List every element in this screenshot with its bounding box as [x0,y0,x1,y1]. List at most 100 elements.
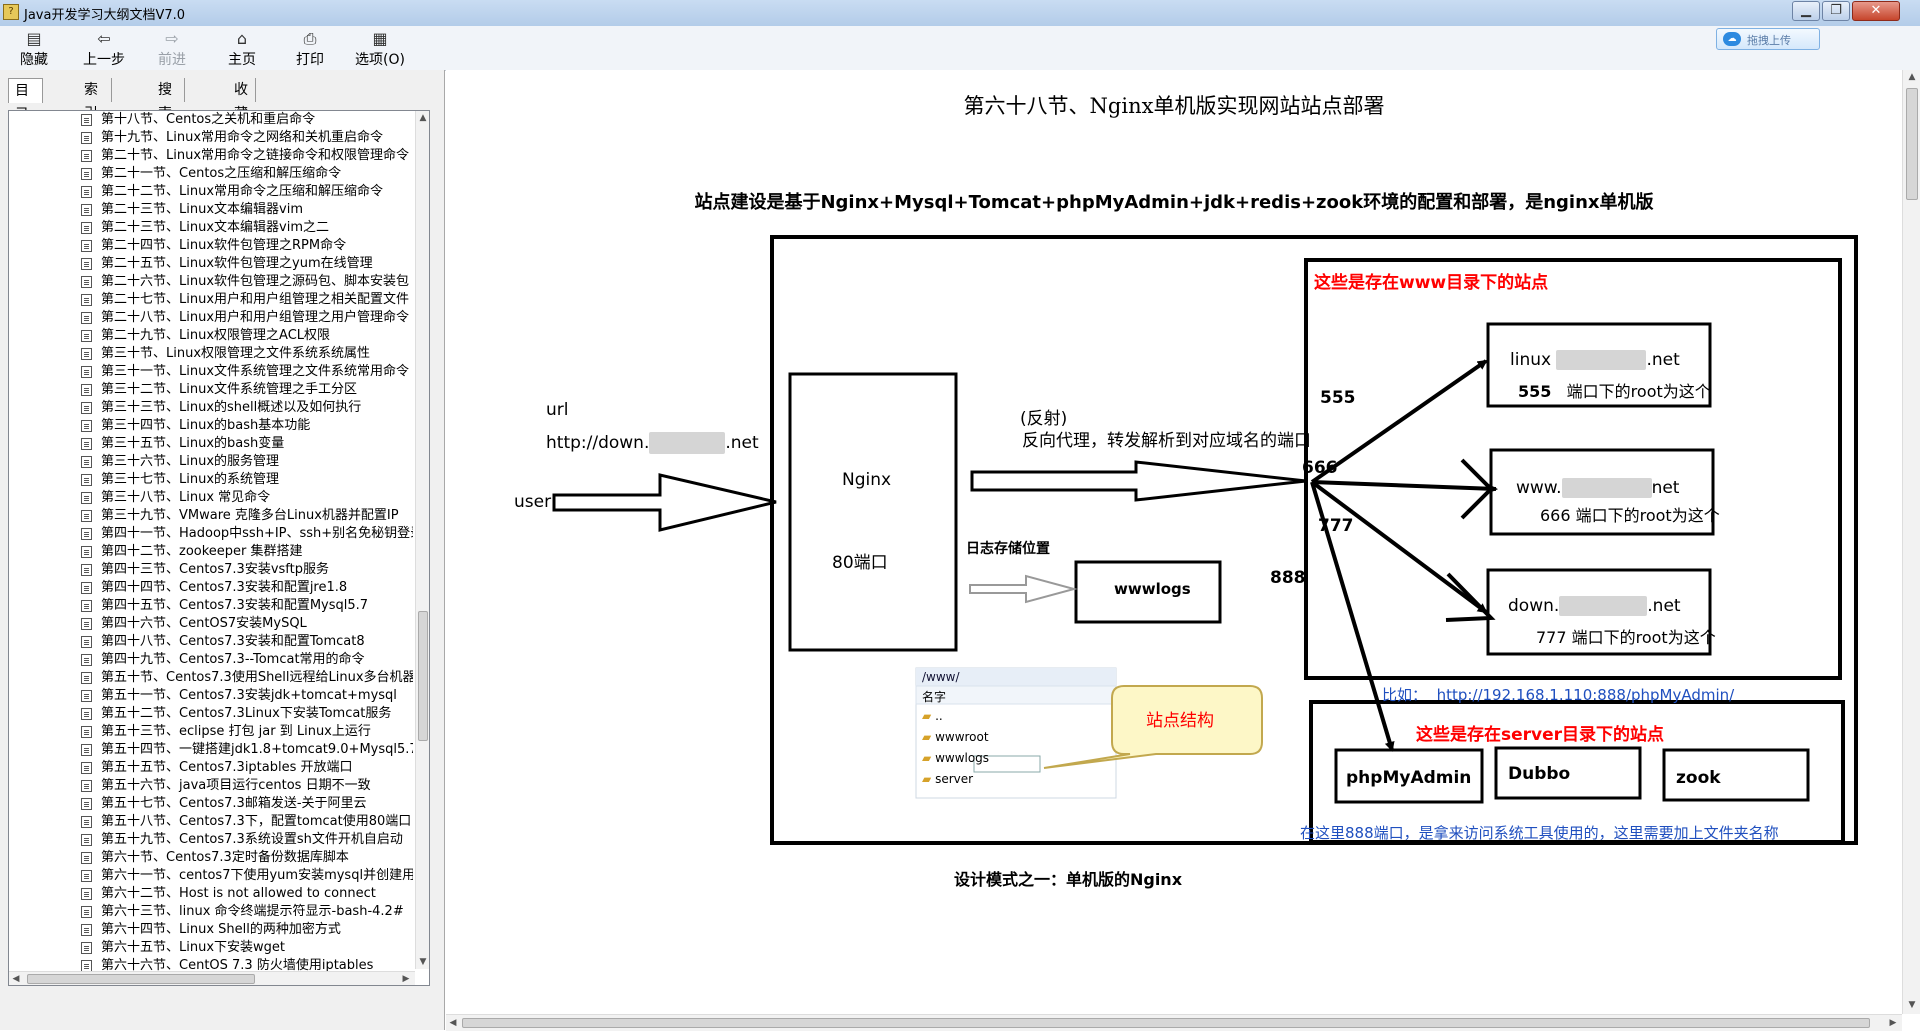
toc-item-label: 第六十六节、CentOS 7.3 防火墙使用iptables [101,958,374,973]
toc-item[interactable]: 第五十一节、Centos7.3安装jdk+tomcat+mysql [81,687,413,705]
doc-vertical-scrollbar[interactable]: ▲ ▼ [1902,70,1920,1014]
toc-item[interactable]: 第三十九节、VMware 克隆多台Linux机器并配置IP [81,507,413,525]
page-icon [81,618,92,630]
toc-item[interactable]: 第四十二节、zookeeper 集群搭建 [81,543,413,561]
toc-item-label: 第三十五节、Linux的bash变量 [101,436,285,451]
toc-item[interactable]: 第二十六节、Linux软件包管理之源码包、脚本安装包 [81,273,413,291]
page-icon [81,600,92,612]
toc-item[interactable]: 第五十六节、java项目运行centos 日期不一致 [81,777,413,795]
title-bar: ? Java开发学习大纲文档V7.0 ▁ ❐ ✕ [0,0,1920,27]
toc-item[interactable]: 第五十三节、eclipse 打包 jar 到 Linux上运行 [81,723,413,741]
toc-item[interactable]: 第二十九节、Linux权限管理之ACL权限 [81,327,413,345]
minimize-button[interactable]: ▁ [1792,1,1820,21]
wwwlogs-box [1074,560,1222,624]
options-button[interactable]: ▦ 选项(O) [348,28,412,69]
page-icon [81,276,92,288]
toc-item[interactable]: 第三十三节、Linux的shell概述以及如何执行 [81,399,413,417]
tab-favorites[interactable]: 收藏夹(I) [228,78,257,170]
doc-title: 第六十八节、Nginx单机版实现网站站点部署 [963,94,1385,118]
toc-item[interactable]: 第四十三节、Centos7.3安装vsftp服务 [81,561,413,579]
back-button[interactable]: ⇦ 上一步 [74,28,134,69]
tab-search[interactable]: 搜索(S) [152,78,185,146]
toc-item[interactable]: 第三十六节、Linux的服务管理 [81,453,413,471]
site1-desc: 555 端口下的root为这个 [1518,378,1711,402]
toc-item[interactable]: 第六十四节、Linux Shell的两种加密方式 [81,921,413,939]
toolbar: ▤ 隐藏 ⇦ 上一步 ⇨ 前进 ⌂ 主页 ⎙ 打印 ▦ 选项(O) [0,26,1920,71]
toc-item[interactable]: 第五十节、Centos7.3使用Shell远程给Linux多台机器 [81,669,413,687]
user-label: user [514,492,552,512]
forward-button[interactable]: ⇨ 前进 [142,28,202,69]
toc-item[interactable]: 第二十七节、Linux用户和用户组管理之相关配置文件 [81,291,413,309]
toc-item[interactable]: 第三十一节、Linux文件系统管理之文件系统常用命令 [81,363,413,381]
toc-item[interactable]: 第四十九节、Centos7.3--Tomcat常用的命令 [81,651,413,669]
maximize-button[interactable]: ❐ [1822,1,1850,21]
toc-item[interactable]: 第十八节、Centos之关机和重启命令 [81,111,413,129]
toc-item[interactable]: 第三十节、Linux权限管理之文件系统系统属性 [81,345,413,363]
toc-item[interactable]: 第五十八节、Centos7.3下，配置tomcat使用80端口 [81,813,413,831]
toc-item[interactable]: 第五十九节、Centos7.3系统设置sh文件开机自启动 [81,831,413,849]
toc-item[interactable]: 第五十五节、Centos7.3iptables 开放端口 [81,759,413,777]
toc-scroll-thumb[interactable] [418,611,428,741]
toc-item[interactable]: 第五十七节、Centos7.3邮箱发送-关于阿里云 [81,795,413,813]
toc-item[interactable]: 第二十四节、Linux软件包管理之RPM命令 [81,237,413,255]
page-icon [81,366,92,378]
tab-index[interactable]: 索引(N) [78,78,113,146]
toc-item[interactable]: 第五十四节、一键搭建jdk1.8+tomcat9.0+Mysql5.7 [81,741,413,759]
toc-item[interactable]: 第六十二节、Host is not allowed to connect [81,885,413,903]
toc-item[interactable]: 第五十二节、Centos7.3Linux下安装Tomcat服务 [81,705,413,723]
toc-item[interactable]: 第十九节、Linux常用命令之网络和关机重启命令 [81,129,413,147]
toc-item[interactable]: 第二十三节、Linux文本编辑器vim [81,201,413,219]
scroll-left-icon[interactable]: ◀ [449,1018,457,1028]
toc-item[interactable]: 第三十八节、Linux 常见命令 [81,489,413,507]
toc-item[interactable]: 第四十五节、Centos7.3安装和配置Mysql5.7 [81,597,413,615]
scroll-up-icon[interactable]: ▲ [1908,72,1916,82]
compare-url[interactable]: http://192.168.1.110:888/phpMyAdmin/ [1436,686,1735,704]
toc-item[interactable]: 第六十六节、CentOS 7.3 防火墙使用iptables [81,957,413,975]
toc-item-label: 第四十五节、Centos7.3安装和配置Mysql5.7 [101,598,369,613]
toc-item[interactable]: 第四十四节、Centos7.3安装和配置jre1.8 [81,579,413,597]
toc-item[interactable]: 第二十五节、Linux软件包管理之yum在线管理 [81,255,413,273]
print-button[interactable]: ⎙ 打印 [280,28,340,69]
toc-item[interactable]: 第二十二节、Linux常用命令之压缩和解压缩命令 [81,183,413,201]
toc-item[interactable]: 第六十节、Centos7.3定时备份数据库脚本 [81,849,413,867]
scroll-left-icon[interactable]: ◀ [12,974,20,984]
toc-item[interactable]: 第六十五节、Linux下安装wget [81,939,413,957]
toc-item[interactable]: 第二十节、Linux常用命令之链接命令和权限管理命令 [81,147,413,165]
toc-item[interactable]: 第二十八节、Linux用户和用户组管理之用户管理命令 [81,309,413,327]
home-label: 主页 [228,52,256,68]
toc-item[interactable]: 第三十四节、Linux的bash基本功能 [81,417,413,435]
site3-suffix: .net [1647,596,1681,616]
hide-button[interactable]: ▤ 隐藏 [4,28,64,69]
tab-contents[interactable]: 目录(C) [8,78,43,147]
toc-item[interactable]: 第六十三节、linux 命令终端提示符显示-bash-4.2# [81,903,413,921]
toc-vertical-scrollbar[interactable]: ▲ ▼ [415,111,429,969]
toc-item[interactable]: 第三十五节、Linux的bash变量 [81,435,413,453]
toc-horizontal-scrollbar[interactable]: ◀ ▶ [9,971,415,985]
scroll-right-icon[interactable]: ▶ [402,974,410,984]
scroll-down-icon[interactable]: ▼ [419,957,427,967]
doc-horizontal-scrollbar[interactable]: ◀ ▶ [446,1014,1902,1031]
user-arrow [552,473,777,532]
page-icon [81,780,92,792]
toc-item[interactable]: 第二十三节、Linux文本编辑器vim之二 [81,219,413,237]
scroll-right-icon[interactable]: ▶ [1889,1018,1897,1028]
toc-item[interactable]: 第四十八节、Centos7.3安装和配置Tomcat8 [81,633,413,651]
scroll-down-icon[interactable]: ▼ [1908,1000,1916,1010]
toc-item[interactable]: 第四十六节、CentOS7安装MySQL [81,615,413,633]
toc-item[interactable]: 第三十七节、Linux的系统管理 [81,471,413,489]
toc-item-label: 第二十三节、Linux文本编辑器vim之二 [101,220,329,235]
page-icon [81,114,92,126]
explorer-item: ▰ wwwlogs [922,748,989,769]
doc-scroll-thumb[interactable] [1906,88,1918,200]
folder-icon: ▰ [922,709,932,723]
toc-item[interactable]: 第三十二节、Linux文件系统管理之手工分区 [81,381,413,399]
close-button[interactable]: ✕ [1852,1,1900,21]
toc-item[interactable]: 第六十一节、centos7下使用yum安装mysql并创建用户 [81,867,413,885]
scroll-up-icon[interactable]: ▲ [419,113,427,123]
toc-hscroll-thumb[interactable] [27,974,255,984]
toc-item[interactable]: 第二十一节、Centos之压缩和解压缩命令 [81,165,413,183]
drag-upload-button[interactable]: ☁ 拖拽上传 [1716,28,1820,50]
home-button[interactable]: ⌂ 主页 [212,28,272,69]
doc-hscroll-thumb[interactable] [462,1018,1870,1028]
toc-item[interactable]: 第四十一节、Hadoop中ssh+IP、ssh+别名免秘钥登录配置 [81,525,413,543]
